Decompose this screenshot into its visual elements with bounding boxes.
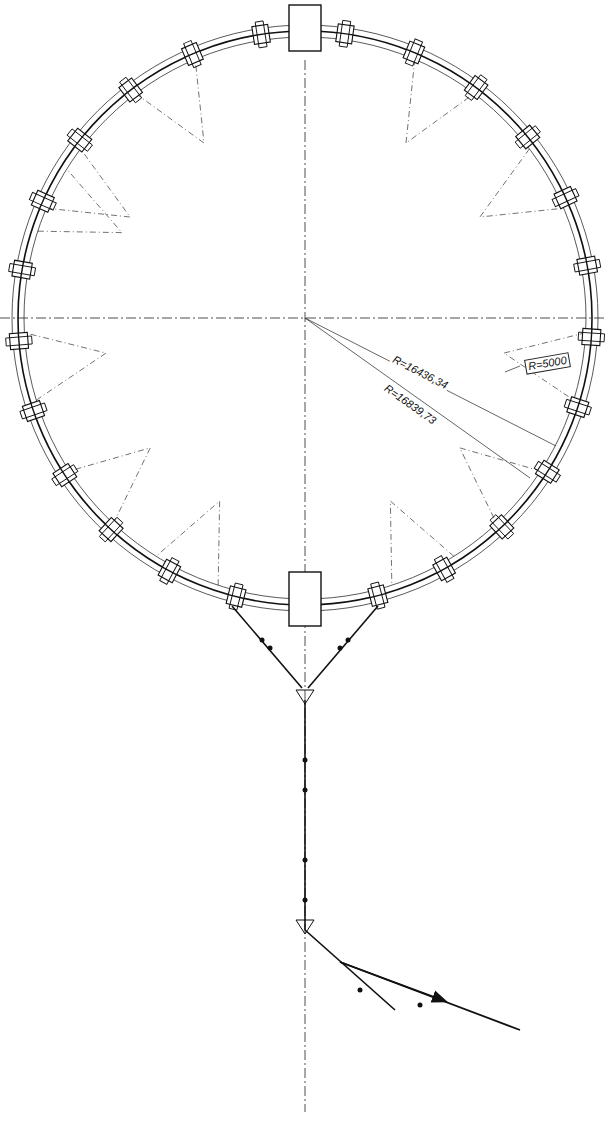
- beam-monitor: [303, 788, 308, 793]
- magnet: [50, 461, 81, 489]
- magnet: [28, 189, 58, 214]
- ring-chamber: [12, 25, 598, 611]
- beam-monitor: [303, 758, 308, 763]
- magnet: [367, 581, 389, 610]
- focus-line: [504, 333, 586, 400]
- transfer-line: [304, 700, 306, 930]
- beam-arrow: [340, 962, 445, 1001]
- beam-monitor: [358, 988, 363, 993]
- magnet: [116, 75, 145, 105]
- magnet: [65, 126, 95, 155]
- magnet: [462, 72, 490, 102]
- magnet: [532, 458, 563, 485]
- radius-line: [305, 318, 530, 478]
- beam-monitor: [346, 638, 351, 643]
- focus-line: [69, 448, 150, 524]
- focus-line: [156, 501, 220, 585]
- beam-line: [340, 962, 520, 1030]
- magnet: [156, 556, 182, 586]
- magnet: [513, 123, 543, 152]
- magnet: [550, 185, 580, 210]
- magnet: [578, 328, 605, 346]
- rf-cavity: [289, 572, 321, 626]
- beam-monitor: [303, 858, 308, 863]
- beam-monitor: [260, 638, 265, 643]
- leader-line: [505, 366, 520, 372]
- dimension-label: R=5000: [524, 352, 571, 375]
- dimension-label: R=16839,73: [380, 380, 440, 428]
- magnet: [487, 512, 516, 542]
- transfer-line: [305, 930, 395, 1010]
- beam-monitor: [338, 646, 343, 651]
- magnet: [8, 260, 36, 280]
- dimension-label-holder: R=16436,34: [388, 352, 451, 393]
- magnet: [431, 554, 458, 584]
- focus-line: [406, 59, 474, 143]
- dimension-label: R=16436,34: [388, 352, 451, 393]
- magnet: [335, 20, 354, 48]
- dimension-label-holder: R=16839,73: [380, 380, 440, 428]
- magnet: [402, 37, 427, 67]
- dimension-label-holder: R=5000: [524, 352, 571, 375]
- magnet: [563, 396, 593, 419]
- ring-chamber: [24, 37, 586, 599]
- focus-line: [460, 448, 541, 524]
- beam-monitor: [303, 898, 308, 903]
- beam-monitor: [268, 646, 273, 651]
- beam-monitor: [418, 1003, 423, 1008]
- center-axis: [0, 318, 607, 319]
- magnet: [19, 399, 49, 423]
- magnet: [5, 332, 32, 350]
- magnet: [96, 515, 125, 545]
- rf-cavity: [289, 5, 321, 51]
- magnet: [180, 39, 205, 69]
- focus-line: [46, 149, 130, 217]
- magnet: [225, 582, 247, 611]
- focus-line: [136, 59, 204, 143]
- radius-line: [305, 318, 556, 446]
- ring-orbit: [18, 31, 592, 605]
- bend-magnet: [296, 920, 314, 934]
- magnet: [573, 255, 601, 275]
- focus-line: [24, 333, 106, 400]
- magnet: [251, 20, 271, 48]
- focus-line: [480, 149, 564, 217]
